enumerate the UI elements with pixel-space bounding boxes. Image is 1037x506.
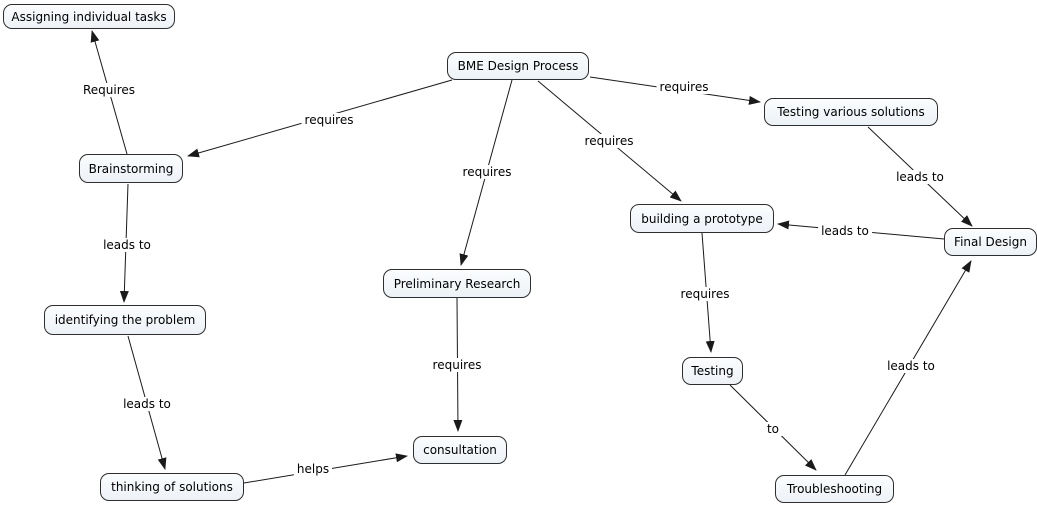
edge-label-troubleshooting-to-final-design[interactable]: leads to <box>884 359 938 373</box>
edge-label-brainstorming-to-assigning-individual-tasks[interactable]: Requires <box>79 83 139 97</box>
edge-label-bme-design-process-to-building-a-prototype[interactable]: requires <box>581 134 637 148</box>
node-identifying-the-problem[interactable]: identifying the problem <box>44 305 206 335</box>
node-thinking-of-solutions[interactable]: thinking of solutions <box>100 473 244 501</box>
node-bme-design-process[interactable]: BME Design Process <box>447 52 589 80</box>
node-building-a-prototype[interactable]: building a prototype <box>630 204 774 233</box>
node-troubleshooting[interactable]: Troubleshooting <box>775 475 894 503</box>
node-testing[interactable]: Testing <box>682 357 743 385</box>
edge-label-testing-to-troubleshooting[interactable]: to <box>763 422 783 436</box>
edge-label-identifying-the-problem-to-thinking-of-solutions[interactable]: leads to <box>120 397 174 411</box>
edge-label-building-a-prototype-to-testing[interactable]: requires <box>677 287 733 301</box>
edge-label-bme-design-process-to-preliminary-research[interactable]: requires <box>459 165 515 179</box>
edge-label-bme-design-process-to-testing-various-solutions[interactable]: requires <box>656 80 712 94</box>
node-preliminary-research[interactable]: Preliminary Research <box>383 269 531 298</box>
node-brainstorming[interactable]: Brainstorming <box>79 154 183 183</box>
edge-label-thinking-of-solutions-to-consultation[interactable]: helps <box>293 462 333 476</box>
edge-label-testing-various-solutions-to-final-design[interactable]: leads to <box>893 170 947 184</box>
node-consultation[interactable]: consultation <box>413 436 507 464</box>
node-assigning-individual-tasks[interactable]: Assigning individual tasks <box>3 4 175 29</box>
edge-label-bme-design-process-to-brainstorming[interactable]: requires <box>301 113 357 127</box>
edge-label-final-design-to-building-a-prototype[interactable]: leads to <box>818 224 872 238</box>
node-final-design[interactable]: Final Design <box>944 228 1037 256</box>
node-testing-various-solutions[interactable]: Testing various solutions <box>764 98 938 126</box>
edge-label-preliminary-research-to-consultation[interactable]: requires <box>429 358 485 372</box>
edge-label-brainstorming-to-identifying-the-problem[interactable]: leads to <box>100 238 154 252</box>
